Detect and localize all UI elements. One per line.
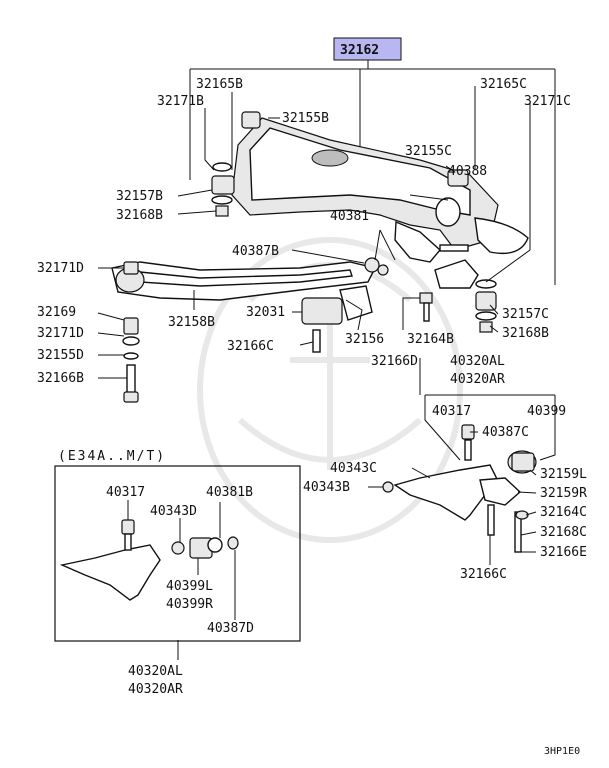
label-32166C-b[interactable]: 32166C <box>460 567 507 582</box>
label-32157C[interactable]: 32157C <box>502 307 549 322</box>
inset-title: (E34A..M/T) <box>58 449 166 464</box>
label-32155B[interactable]: 32155B <box>282 111 329 126</box>
label-40399[interactable]: 40399 <box>527 404 566 419</box>
callout-lines <box>97 86 556 565</box>
label-32157B[interactable]: 32157B <box>116 189 163 204</box>
label-32159L[interactable]: 32159L <box>540 467 587 482</box>
label-32162[interactable]: 32162 <box>340 43 379 58</box>
bushing-32031 <box>301 285 373 325</box>
mount-stack-right <box>447 169 497 333</box>
callout-top-bracket <box>189 60 556 285</box>
inset-callouts <box>127 500 236 660</box>
crossmember-32162 <box>231 117 529 263</box>
inset-label-40399L[interactable]: 40399L <box>166 579 213 594</box>
left-column-parts <box>122 261 140 403</box>
label-32164B[interactable]: 32164B <box>407 332 454 347</box>
inset-control-arm <box>59 519 239 601</box>
bolt-40381 <box>439 244 469 252</box>
label-40388[interactable]: 40388 <box>448 164 487 179</box>
label-40387C[interactable]: 40387C <box>482 425 529 440</box>
inset-label-40381B[interactable]: 40381B <box>206 485 253 500</box>
label-32155C[interactable]: 32155C <box>405 144 452 159</box>
label-32165B[interactable]: 32165B <box>196 77 243 92</box>
label-32158B[interactable]: 32158B <box>168 315 215 330</box>
label-32171D-b[interactable]: 32171D <box>37 326 84 341</box>
diagram-code: 3HP1E0 <box>544 746 580 757</box>
label-32031[interactable]: 32031 <box>246 305 285 320</box>
label-32171C[interactable]: 32171C <box>524 94 571 109</box>
label-40381[interactable]: 40381 <box>330 209 369 224</box>
label-32166B[interactable]: 32166B <box>37 371 84 386</box>
label-40320AL-a[interactable]: 40320AL <box>450 354 505 369</box>
inset-label-40343D[interactable]: 40343D <box>150 504 197 519</box>
inset-label-40399R[interactable]: 40399R <box>166 597 213 612</box>
nut-40387B-2 <box>377 264 389 276</box>
label-32156[interactable]: 32156 <box>345 332 384 347</box>
inset-label-40317[interactable]: 40317 <box>106 485 145 500</box>
label-32166E[interactable]: 32166E <box>540 545 587 560</box>
nut-40387B <box>364 257 380 273</box>
label-32168C[interactable]: 32168C <box>540 525 587 540</box>
bracket-32156 <box>419 259 479 322</box>
label-32168B-right[interactable]: 32168B <box>502 326 549 341</box>
label-40343B[interactable]: 40343B <box>303 480 350 495</box>
label-40320AR-a[interactable]: 40320AR <box>450 372 505 387</box>
label-32169[interactable]: 32169 <box>37 305 76 320</box>
label-32168B-left[interactable]: 32168B <box>116 208 163 223</box>
control-arm-assembly-right <box>382 424 537 553</box>
label-32159R[interactable]: 32159R <box>540 486 587 501</box>
label-32171B[interactable]: 32171B <box>157 94 204 109</box>
part-labels: 32165B 32171B 32155B 32165C 32171C 32155… <box>37 77 587 697</box>
label-40343C[interactable]: 40343C <box>330 461 377 476</box>
label-32164C[interactable]: 32164C <box>540 505 587 520</box>
label-32155D[interactable]: 32155D <box>37 348 84 363</box>
inset-assembly-40320AR[interactable]: 40320AR <box>128 682 183 697</box>
label-40387B[interactable]: 40387B <box>232 244 279 259</box>
label-32171D-a[interactable]: 32171D <box>37 261 84 276</box>
label-40317-a[interactable]: 40317 <box>432 404 471 419</box>
inset-assembly-40320AL[interactable]: 40320AL <box>128 664 183 679</box>
control-arm-32158B <box>111 261 377 301</box>
label-32165C[interactable]: 32165C <box>480 77 527 92</box>
bolt-32166C <box>312 329 321 353</box>
inset-label-40387D[interactable]: 40387D <box>207 621 254 636</box>
label-32166D[interactable]: 32166D <box>371 354 418 369</box>
label-32166C-a[interactable]: 32166C <box>227 339 274 354</box>
